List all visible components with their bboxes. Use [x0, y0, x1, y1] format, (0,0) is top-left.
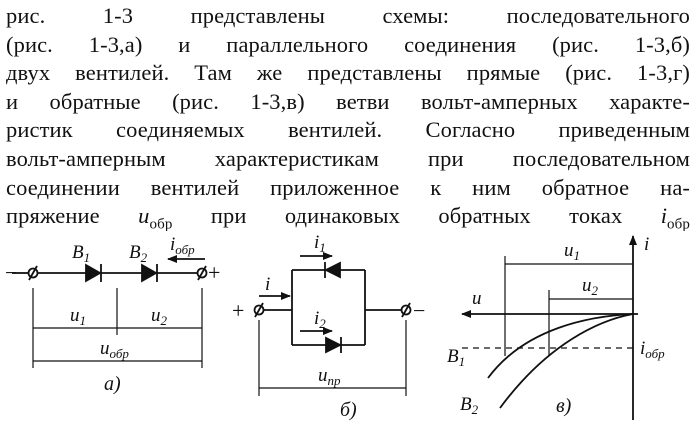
plus-b-label: + — [232, 298, 244, 323]
figure-a-series-connection — [12, 255, 208, 368]
text-line-8-start: пряжение — [6, 203, 139, 229]
i-obr-symbol: i — [660, 203, 668, 229]
figure-b-caption: б) — [340, 399, 357, 421]
b2-label: B2 — [129, 242, 148, 265]
b1-c-label: B1 — [447, 346, 465, 369]
b2-c-label: B2 — [460, 394, 479, 417]
text-line-1: рис. 1-3 представлены схемы: последовате… — [6, 3, 690, 28]
u1-c-label: u1 — [564, 240, 580, 263]
b1-label: B1 — [72, 242, 90, 265]
figure-a-labels: − + B1 B2 iобр u1 u2 uобр а) — [5, 234, 220, 395]
diode-bottom-icon — [325, 336, 343, 354]
text-line-5: ристик соединяемых вентилей. Согласно пр… — [6, 117, 690, 143]
terminal-right-slash — [197, 265, 207, 281]
i1-label: i1 — [314, 232, 326, 255]
u2-c-label: u2 — [582, 275, 599, 298]
diode-top-icon — [323, 261, 341, 279]
i-obr-c-label: iобр — [640, 338, 665, 361]
terminal-left-slash — [28, 265, 38, 281]
terminal-b-left — [253, 304, 265, 316]
plus-label: + — [208, 260, 220, 285]
u-obr-subscript: обр — [149, 216, 173, 231]
terminal-b-right-slash — [401, 302, 411, 318]
figure-b-parallel-connection — [253, 252, 412, 396]
figure-c-characteristics — [461, 235, 638, 420]
terminal-b-right — [400, 304, 412, 316]
terminal-b-left-slash — [254, 302, 264, 318]
u2-label: u2 — [151, 305, 168, 328]
i-obr-subscript: обр — [667, 216, 690, 231]
terminal-left — [27, 267, 39, 279]
figure-b-labels: + − i i1 i2 uпр б) — [232, 232, 425, 421]
i-label: i — [265, 274, 270, 295]
text-line-4: и обратные (рис. 1-3,в) ветви вольт-ампе… — [6, 88, 690, 114]
figure-c-labels: i u u1 u2 iобр B1 B2 в) — [447, 234, 665, 417]
curve-b1 — [487, 313, 634, 379]
minus-label: − — [5, 260, 17, 285]
minus-b-label: − — [413, 298, 425, 323]
text-line-7: соединении вентилей приложенное к ним об… — [6, 174, 690, 200]
i-obr-label: iобр — [170, 234, 195, 257]
text-line-3: двух вентилей. Там же представлены прямы… — [6, 60, 690, 86]
text-line-8: пряжение uобр при одинаковых обратных то… — [6, 202, 690, 231]
i-axis-label: i — [644, 234, 649, 255]
figure-a-caption: а) — [104, 373, 121, 395]
diode-b1-icon — [85, 263, 102, 283]
curve-b2 — [499, 313, 634, 409]
text-line-8-middle: при одинаковых обратных токах — [172, 203, 661, 229]
paragraph-text: рис. 1-3 представлены схемы: последовате… — [6, 2, 690, 231]
u-pr-label: uпр — [318, 365, 341, 388]
u-axis-label: u — [472, 288, 482, 309]
terminal-right — [196, 267, 208, 279]
text-line-2: (рис. 1-3,а) и параллельного соединения … — [6, 31, 690, 57]
i2-label: i2 — [314, 308, 326, 331]
u-obr-label: uобр — [100, 338, 129, 361]
diode-b2-icon — [141, 263, 158, 283]
u-obr-symbol: u — [138, 203, 150, 229]
u1-label: u1 — [70, 305, 86, 328]
figures-svg: − + B1 B2 iобр u1 u2 uобр а) + − — [5, 232, 665, 421]
figure-c-caption: в) — [556, 395, 572, 417]
text-line-6: вольт-амперным характеристикам при после… — [6, 145, 690, 171]
